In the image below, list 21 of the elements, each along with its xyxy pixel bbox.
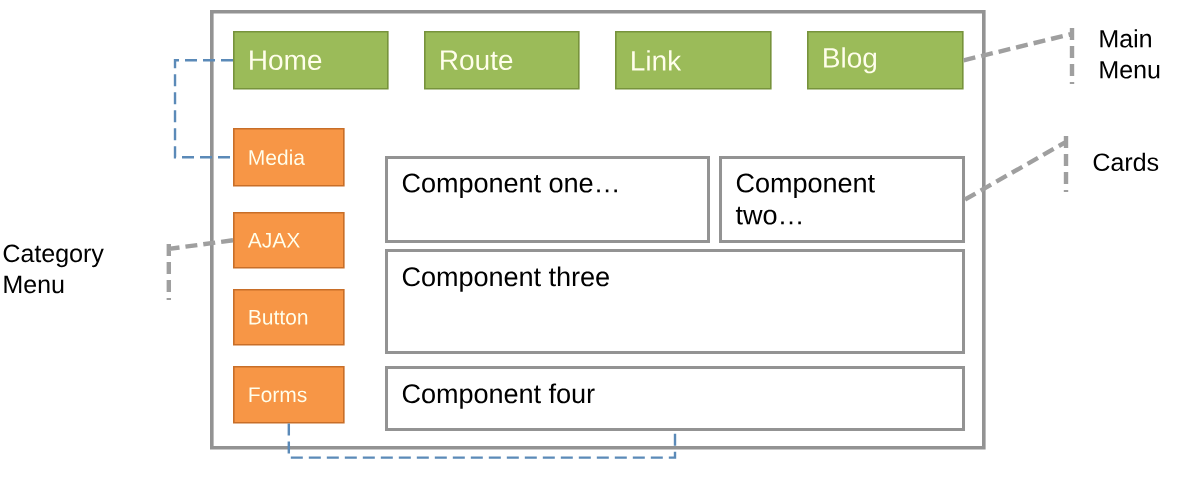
connector-line xyxy=(173,59,233,159)
page-frame xyxy=(210,10,986,450)
callout-label: Main Menu xyxy=(1100,29,1160,79)
category-button: Button xyxy=(233,289,345,346)
callout-label: Cards xyxy=(1093,152,1159,172)
connector-line xyxy=(287,423,677,459)
category-button: Media xyxy=(233,128,345,187)
component-card: Component two… xyxy=(719,156,965,243)
menu-button: Link xyxy=(615,31,772,90)
leader-line xyxy=(961,25,1075,87)
category-button: Forms xyxy=(233,366,345,424)
leader-line xyxy=(962,133,1069,202)
menu-button: Blog xyxy=(807,31,964,90)
callout-label: Category Menu xyxy=(3,244,104,294)
leader-line xyxy=(166,238,236,303)
component-card: Component four xyxy=(385,366,965,431)
component-card: Component one… xyxy=(385,156,710,243)
menu-button: Home xyxy=(233,31,389,90)
menu-button: Route xyxy=(424,31,580,90)
component-card: Component three xyxy=(385,249,965,354)
category-button: AJAX xyxy=(233,212,345,269)
